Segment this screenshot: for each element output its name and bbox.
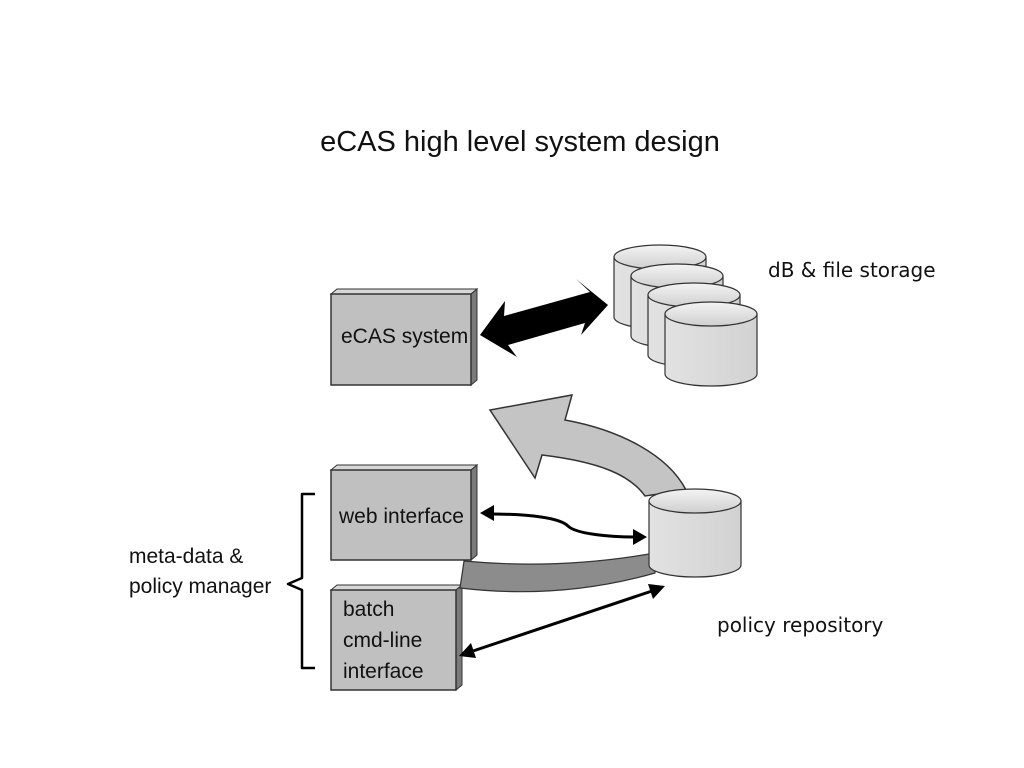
manager-label: meta-data & policy manager	[129, 542, 271, 602]
policy-flow-arrow	[488, 394, 688, 497]
repository-link-band	[459, 552, 656, 593]
manager-label-line-2: policy manager	[129, 575, 272, 598]
web-interface-label: web interface	[339, 505, 464, 528]
batch-repository-arrow	[459, 584, 665, 658]
diagram-title: eCAS high level system design	[320, 126, 720, 158]
manager-label-line-1: meta-data &	[129, 545, 244, 568]
storage-label: dB & file storage	[768, 258, 936, 282]
batch-interface-label: batch cmd-line interface	[343, 594, 424, 687]
ecas-system-box	[329, 287, 479, 387]
batch-interface-box	[329, 583, 464, 692]
repository-label: policy repository	[717, 613, 884, 637]
manager-brace	[286, 492, 315, 670]
batch-label-line-2: cmd-line	[343, 629, 423, 652]
storage-double-arrow	[480, 279, 608, 357]
batch-label-line-3: interface	[343, 660, 424, 683]
web-repository-arrow	[480, 505, 647, 545]
policy-repository-cylinder	[648, 488, 742, 578]
ecas-system-label: eCAS system	[341, 325, 469, 348]
web-interface-box	[329, 463, 479, 562]
storage-cylinder-4	[664, 301, 758, 387]
batch-label-line-1: batch	[343, 598, 395, 621]
